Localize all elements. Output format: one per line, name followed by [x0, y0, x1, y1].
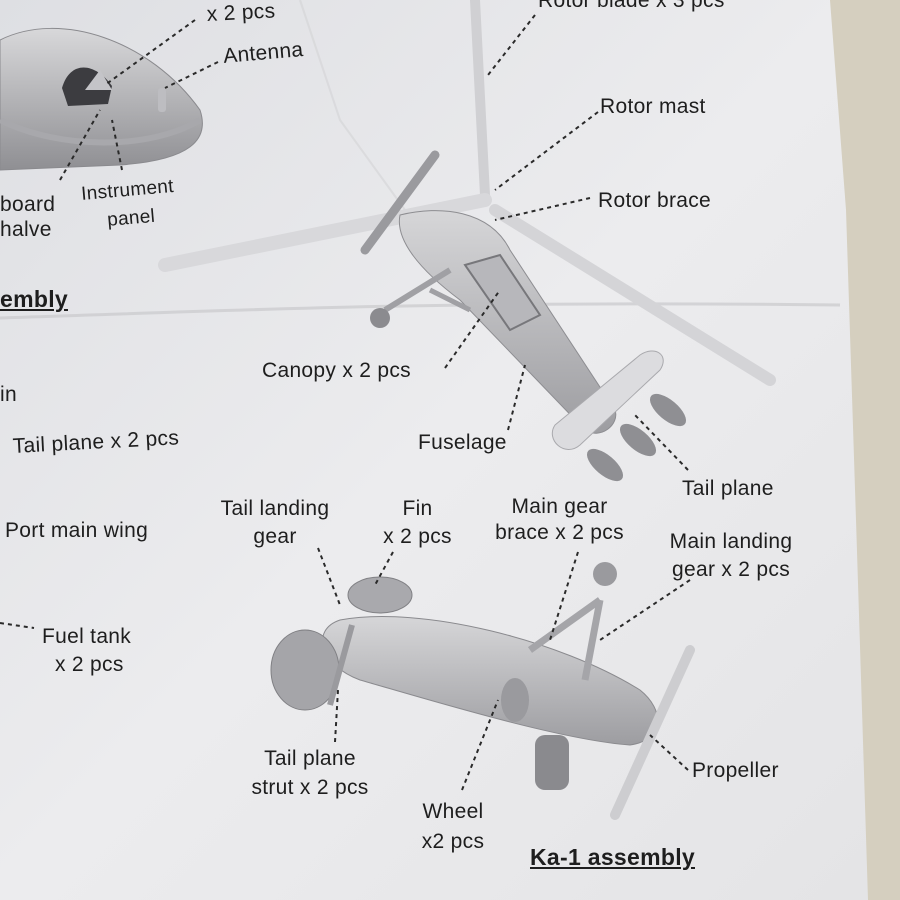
wheel-label-line2: x2 pcs [421, 830, 485, 853]
main-landing-gear-label-line2: gear x 2 pcs [672, 558, 790, 581]
main-gear-brace-label-line1: Main gear [511, 495, 608, 518]
paper-sheet [0, 0, 868, 900]
partial-label-in: in [0, 383, 17, 406]
fuselage-label: Fuselage [418, 431, 507, 454]
rotor-blade-label: Rotor blade x 3 pcs [538, 0, 725, 12]
rotor-brace-label: Rotor brace [598, 189, 712, 212]
tail-plane-label-upper: Tail plane [682, 477, 774, 500]
tail-plane-strut-label-line1: Tail plane [264, 747, 356, 770]
lower-ka1-model [270, 562, 695, 820]
tail-plane-strut-label-line2: strut x 2 pcs [251, 776, 369, 799]
wheel-label-line1: Wheel [422, 800, 484, 823]
leader-lines [0, 14, 691, 791]
instrument-panel-label-line2: panel [106, 205, 156, 231]
main-landing-gear-label-line1: Main landing [669, 530, 793, 553]
tail-landing-gear-label-line2: gear [253, 525, 297, 548]
ka1-assembly-title: Ka-1 assembly [530, 844, 695, 870]
fuel-tank-label-line2: x 2 pcs [55, 653, 124, 676]
main-gear-brace-label-line2: brace x 2 pcs [495, 521, 624, 544]
fuel-tank-label-line1: Fuel tank [42, 625, 132, 648]
propeller-label: Propeller [692, 759, 779, 782]
dashboard-label-line1: board [0, 193, 56, 216]
section-title-fragment: embly [0, 286, 68, 312]
dashboard-label-line2: halve [0, 218, 52, 241]
pilot-count-label: x 2 pcs [206, 0, 276, 26]
cabin-model-figure [0, 27, 203, 171]
upper-autogyro-model [158, 0, 776, 482]
canopy-label: Canopy x 2 pcs [262, 359, 411, 382]
fin-label-line2: x 2 pcs [383, 525, 452, 548]
paper-fold [0, 302, 841, 320]
rotor-mast-label: Rotor mast [600, 95, 706, 118]
fin-label-line1: Fin [402, 497, 433, 520]
tail-landing-gear-label-line1: Tail landing [220, 497, 330, 520]
port-main-wing-label: Port main wing [5, 519, 149, 542]
